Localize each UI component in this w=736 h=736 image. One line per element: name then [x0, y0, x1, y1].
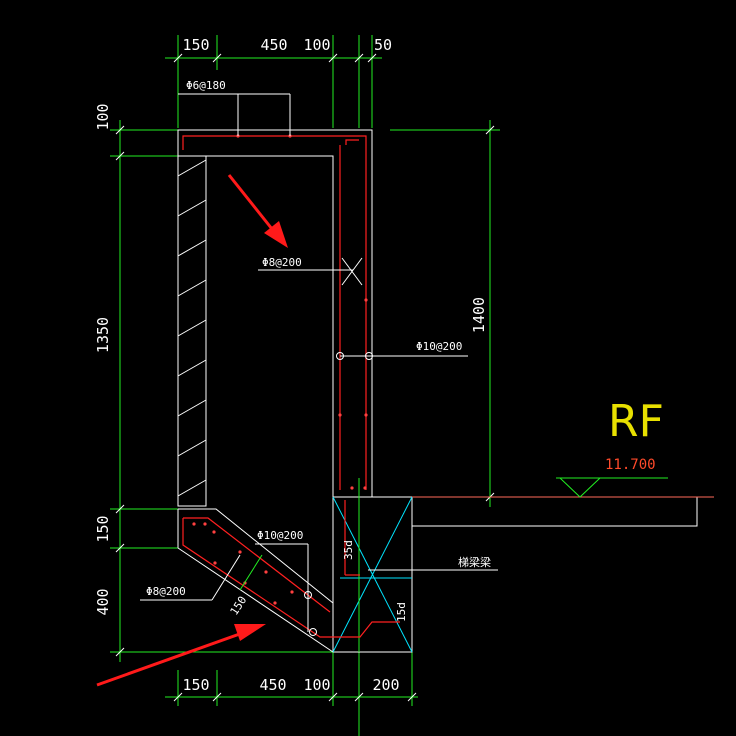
- label-wall-horizontal-rebar: Φ8@200: [262, 256, 302, 269]
- wall-hatch: [177, 159, 207, 497]
- bottom-dim-3: 100: [303, 676, 330, 694]
- top-dim-1: 150: [182, 36, 209, 54]
- anchorage-upper-label: 35d: [342, 540, 355, 560]
- left-dim-2: 1350: [94, 317, 112, 353]
- label-slope-bottom-rebar: Φ8@200: [146, 585, 186, 598]
- label-slope-top-rebar: Φ10@200: [257, 529, 303, 542]
- left-dim-3: 150: [94, 515, 112, 542]
- highlight-arrow-upper: [227, 174, 288, 248]
- top-slab-leader: Φ6@180: [178, 79, 291, 136]
- left-dim-4: 400: [94, 588, 112, 615]
- highlight-arrow-lower: [96, 624, 266, 687]
- bottom-dim-4: 200: [372, 676, 399, 694]
- slope-bottom-leader: Φ8@200: [140, 554, 241, 601]
- top-dim-2: 450: [260, 36, 287, 54]
- wall-horizontal-leader: Φ8@200: [258, 256, 363, 286]
- slope-top-leader: Φ10@200: [255, 529, 317, 636]
- bottom-dim-1: 150: [182, 676, 209, 694]
- level-mark: RF 11.700: [556, 396, 668, 498]
- rebar: [182, 135, 400, 638]
- anchorage-lower-label: 15d: [395, 602, 408, 622]
- top-dim-3: 100: [303, 36, 330, 54]
- concrete-outline: [177, 129, 698, 653]
- label-wall-vertical-rebar: Φ10@200: [416, 340, 462, 353]
- top-dim-4: 50: [374, 36, 392, 54]
- bottom-dim-2: 450: [259, 676, 286, 694]
- beam-leader: 梯梁梁: [368, 555, 498, 571]
- rebar-dots: [192, 134, 368, 605]
- level-name: RF: [608, 396, 664, 447]
- level-elevation: 11.700: [605, 457, 656, 473]
- beam-label: 梯梁梁: [458, 555, 491, 569]
- right-dim: 1400: [470, 297, 488, 333]
- wall-vertical-leader: Φ10@200: [336, 340, 468, 360]
- slope-thickness-label: 150: [228, 594, 250, 618]
- beam-cyan-lines: [332, 496, 413, 653]
- bottom-dimension-chain: 150 450 100 200: [165, 652, 418, 736]
- left-dimension-chain: 100 1350 150 400: [94, 103, 333, 662]
- right-dimension: 1400: [390, 120, 500, 507]
- left-dim-1: 100: [94, 103, 112, 130]
- top-dimension-chain: 150 450 100 50: [165, 35, 392, 128]
- label-top-slab-rebar: Φ6@180: [186, 79, 226, 92]
